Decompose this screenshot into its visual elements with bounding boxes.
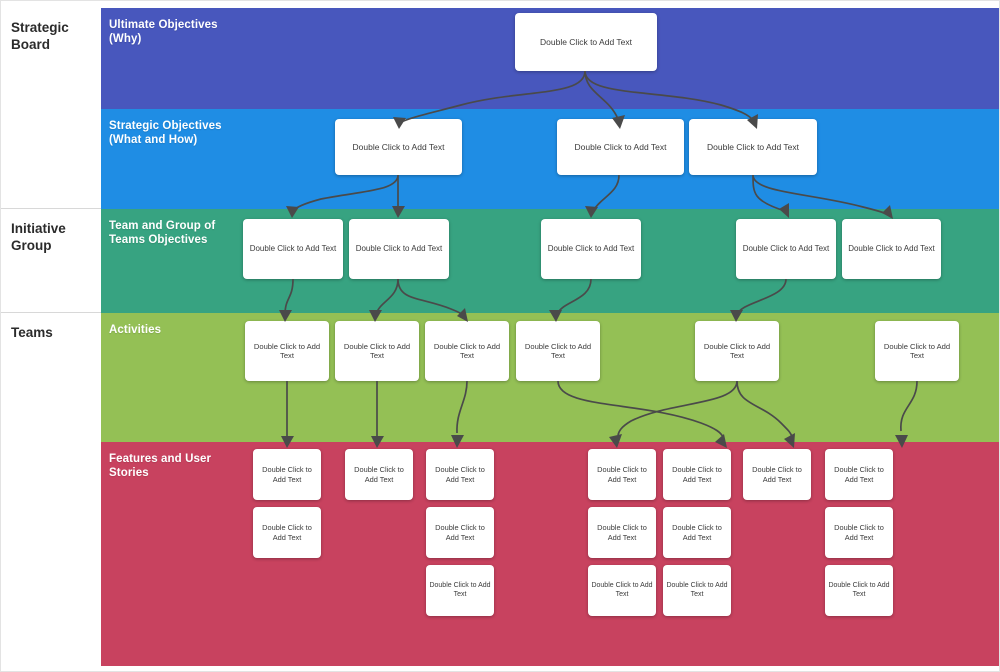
card-feature-7[interactable]: Double Click to Add Text (825, 449, 893, 500)
card-text: Double Click to Add Text (253, 341, 321, 360)
card-feature-11[interactable]: Double Click to Add Text (663, 507, 731, 558)
card-text: Double Click to Add Text (435, 523, 485, 542)
card-feature-12[interactable]: Double Click to Add Text (825, 507, 893, 558)
card-text: Double Click to Add Text (672, 465, 722, 484)
card-feature-13[interactable]: Double Click to Add Text (426, 565, 494, 616)
band-title-activities: Activities (109, 324, 162, 336)
card-text: Double Click to Add Text (262, 523, 312, 542)
card-text: Double Click to Add Text (343, 341, 411, 360)
card-strategic-objective-2[interactable]: Double Click to Add Text (557, 119, 684, 175)
card-activity-4[interactable]: Double Click to Add Text (516, 321, 600, 381)
band-strategic-objectives: Strategic Objectives (What and How) (101, 109, 999, 209)
card-strategic-objective-3[interactable]: Double Click to Add Text (689, 119, 817, 175)
card-team-objective-3[interactable]: Double Click to Add Text (541, 219, 641, 279)
card-text: Double Click to Add Text (834, 523, 884, 542)
card-feature-15[interactable]: Double Click to Add Text (663, 565, 731, 616)
card-text: Double Click to Add Text (666, 581, 728, 598)
band-title-features-stories: Features and User Stories (109, 453, 212, 480)
card-text: Double Click to Add Text (703, 341, 771, 360)
band-title-ultimate-objectives: Ultimate Objectives (Why) (109, 19, 218, 46)
swimlane-label-initiative-group: Initiative Group (1, 209, 101, 313)
card-text: Double Click to Add Text (828, 581, 890, 598)
card-text: Double Click to Add Text (354, 465, 404, 484)
card-text: Double Click to Add Text (742, 244, 830, 254)
card-text: Double Click to Add Text (429, 581, 491, 598)
card-team-objective-5[interactable]: Double Click to Add Text (842, 219, 941, 279)
swimlane-label-teams: Teams (1, 313, 101, 666)
card-activity-3[interactable]: Double Click to Add Text (425, 321, 509, 381)
card-text: Double Click to Add Text (574, 141, 667, 152)
card-text: Double Click to Add Text (547, 244, 635, 254)
card-feature-9[interactable]: Double Click to Add Text (426, 507, 494, 558)
card-strategic-objective-1[interactable]: Double Click to Add Text (335, 119, 462, 175)
card-text: Double Click to Add Text (524, 341, 592, 360)
card-feature-16[interactable]: Double Click to Add Text (825, 565, 893, 616)
card-text: Double Click to Add Text (262, 465, 312, 484)
card-text: Double Click to Add Text (597, 465, 647, 484)
card-text: Double Click to Add Text (433, 341, 501, 360)
card-feature-4[interactable]: Double Click to Add Text (588, 449, 656, 500)
card-feature-2[interactable]: Double Click to Add Text (345, 449, 413, 500)
card-feature-1[interactable]: Double Click to Add Text (253, 449, 321, 500)
card-feature-5[interactable]: Double Click to Add Text (663, 449, 731, 500)
card-team-objective-1[interactable]: Double Click to Add Text (243, 219, 343, 279)
card-text: Double Click to Add Text (540, 36, 632, 47)
card-text: Double Click to Add Text (355, 244, 443, 254)
card-text: Double Click to Add Text (597, 523, 647, 542)
card-feature-8[interactable]: Double Click to Add Text (253, 507, 321, 558)
band-title-strategic-objectives: Strategic Objectives (What and How) (109, 120, 222, 147)
card-text: Double Click to Add Text (707, 141, 799, 152)
swimlane-label-strategic-board: Strategic Board (1, 8, 101, 209)
card-activity-1[interactable]: Double Click to Add Text (245, 321, 329, 381)
card-feature-10[interactable]: Double Click to Add Text (588, 507, 656, 558)
card-text: Double Click to Add Text (435, 465, 485, 484)
band-title-team-objectives: Team and Group of Teams Objectives (109, 220, 216, 247)
card-team-objective-4[interactable]: Double Click to Add Text (736, 219, 836, 279)
card-activity-5[interactable]: Double Click to Add Text (695, 321, 779, 381)
card-feature-14[interactable]: Double Click to Add Text (588, 565, 656, 616)
card-text: Double Click to Add Text (834, 465, 884, 484)
card-text: Double Click to Add Text (352, 141, 445, 152)
card-text: Double Click to Add Text (848, 244, 935, 254)
card-text: Double Click to Add Text (883, 341, 951, 360)
card-text: Double Click to Add Text (672, 523, 722, 542)
card-feature-6[interactable]: Double Click to Add Text (743, 449, 811, 500)
card-ultimate-objective-1[interactable]: Double Click to Add Text (515, 13, 657, 71)
card-feature-3[interactable]: Double Click to Add Text (426, 449, 494, 500)
card-text: Double Click to Add Text (249, 244, 337, 254)
card-text: Double Click to Add Text (591, 581, 653, 598)
card-text: Double Click to Add Text (752, 465, 802, 484)
card-activity-6[interactable]: Double Click to Add Text (875, 321, 959, 381)
card-activity-2[interactable]: Double Click to Add Text (335, 321, 419, 381)
card-team-objective-2[interactable]: Double Click to Add Text (349, 219, 449, 279)
